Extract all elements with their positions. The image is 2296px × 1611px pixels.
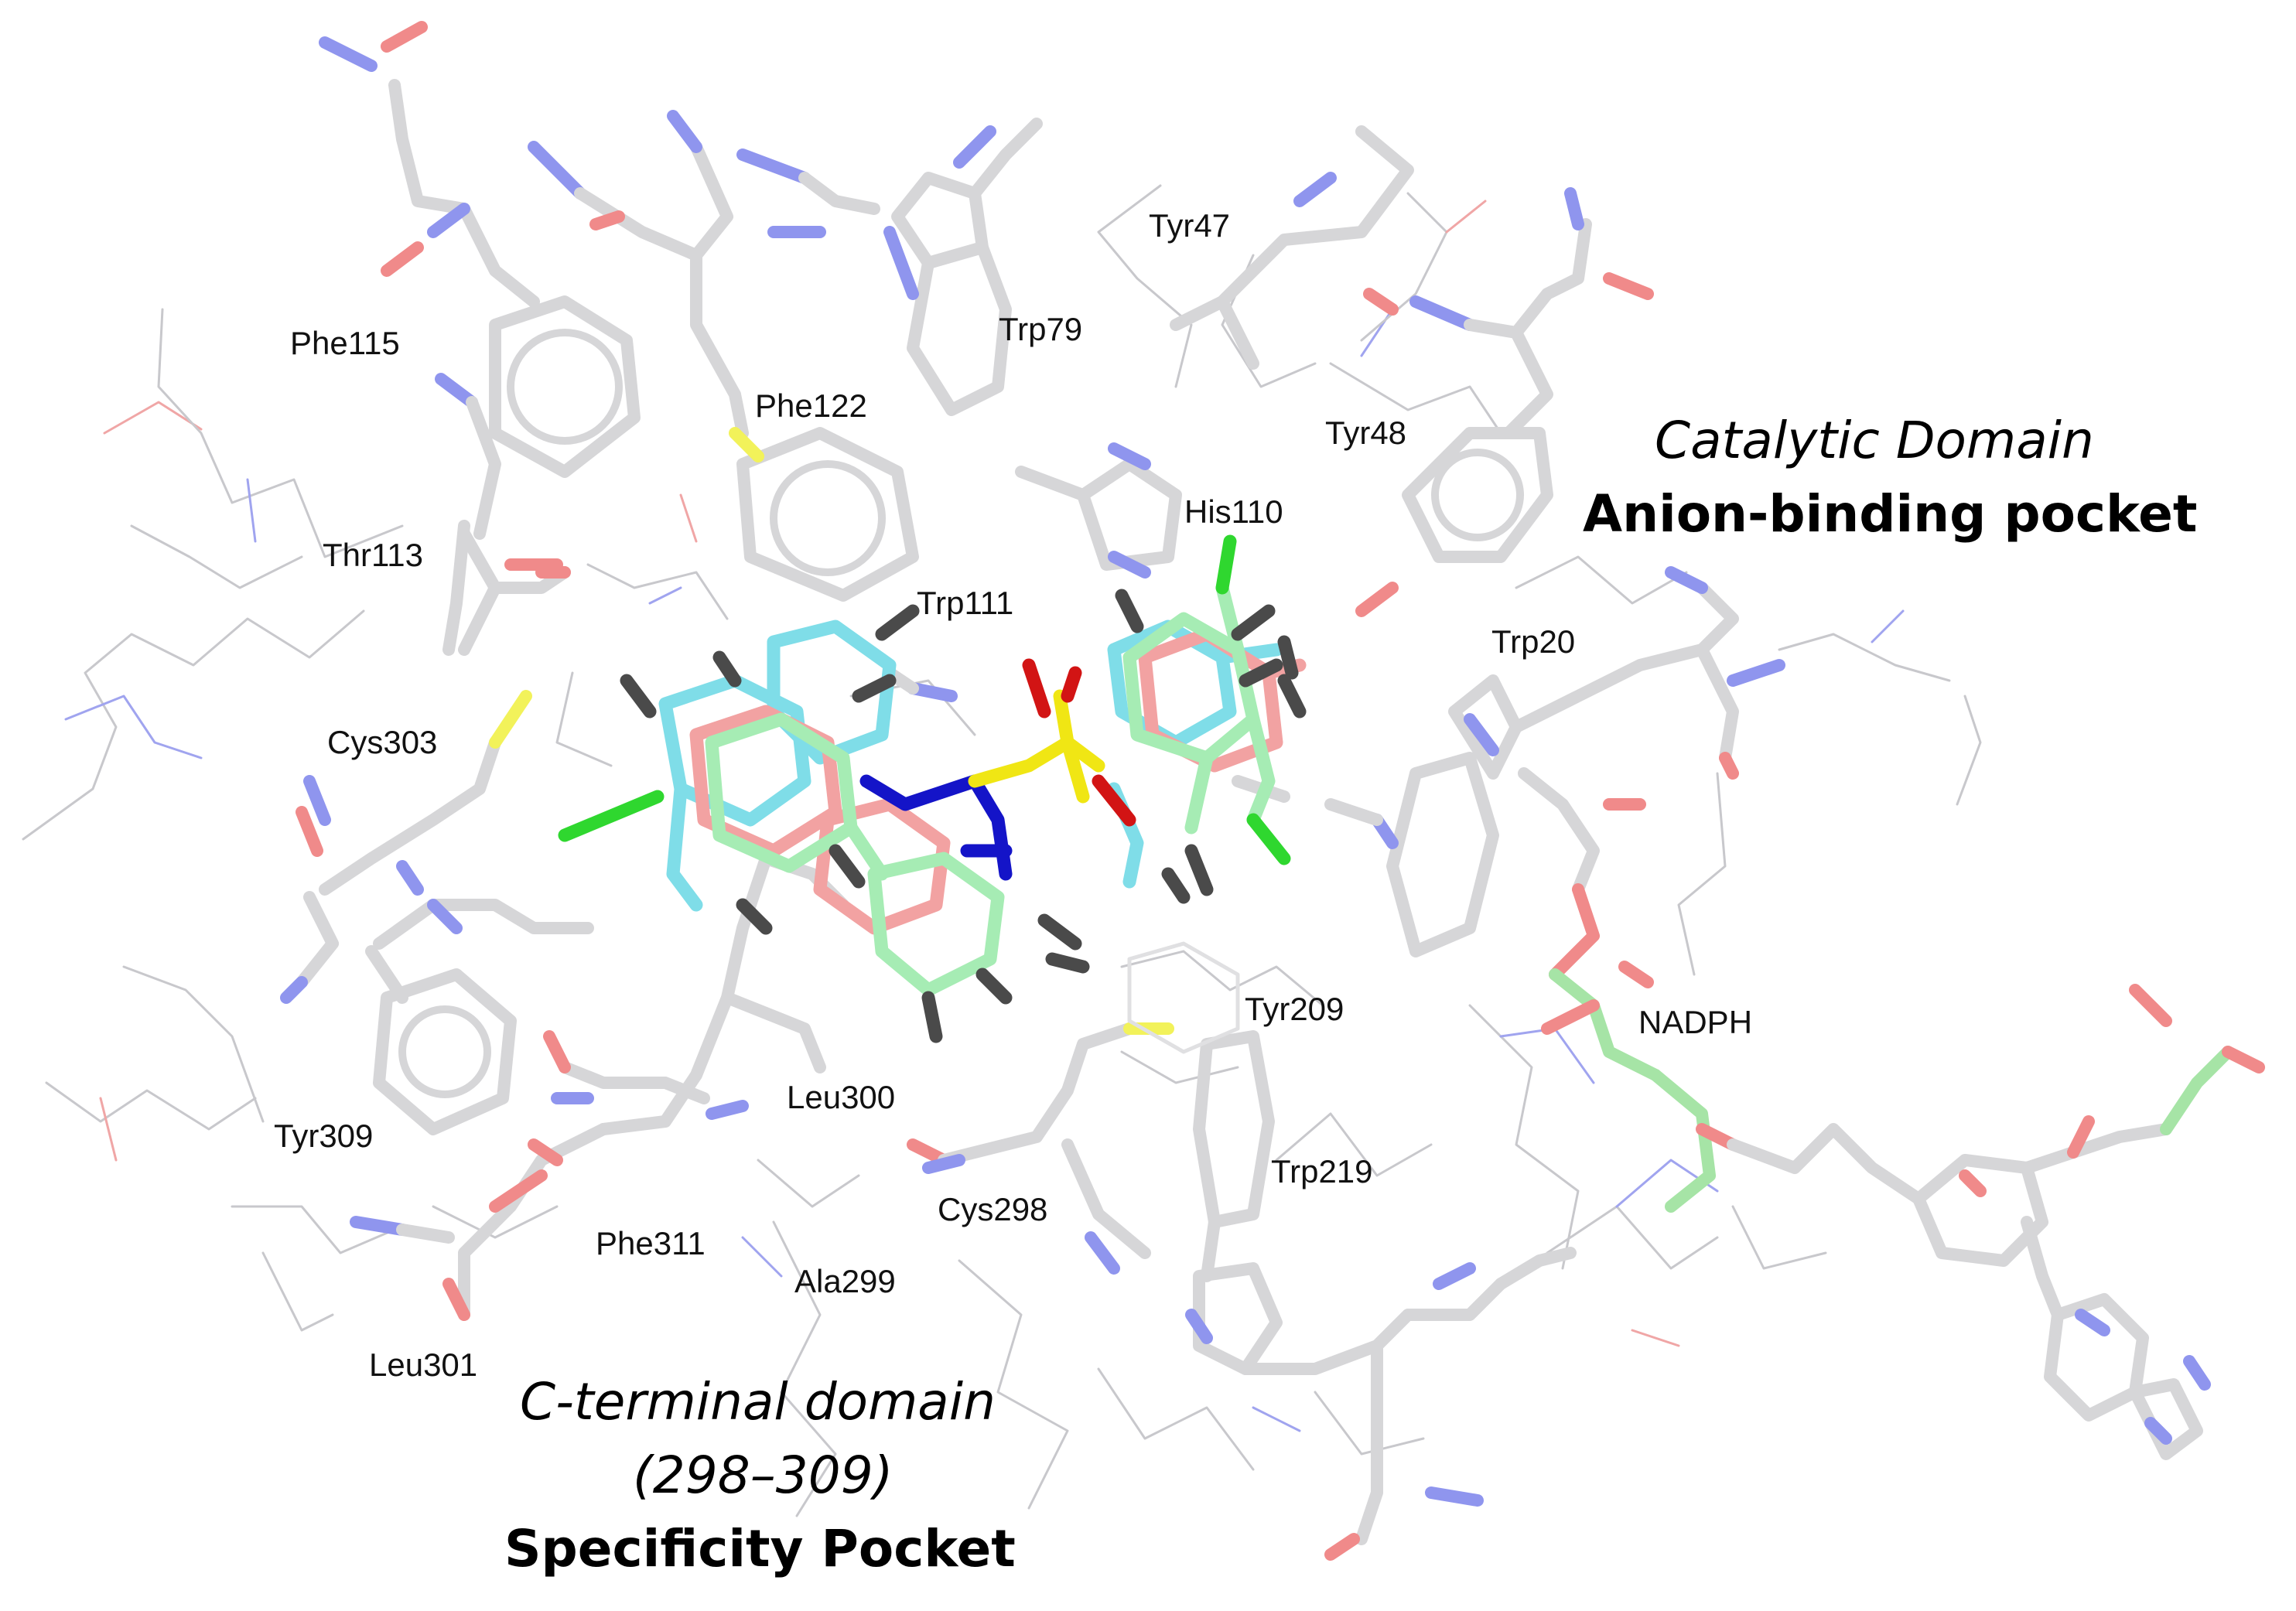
- anion-binding-pocket-title: Anion-binding pocket: [1583, 484, 2198, 544]
- c-terminal-range: (298–309): [633, 1445, 893, 1505]
- catalytic-domain-title: Catalytic Domain: [1655, 411, 2094, 470]
- label-tyr48: Tyr48: [1325, 415, 1407, 451]
- stick-residues: [280, 21, 2265, 1561]
- c-terminal-domain-title: C-terminal domain: [520, 1372, 996, 1432]
- label-tyr47: Tyr47: [1149, 207, 1231, 244]
- label-tyr209: Tyr209: [1245, 991, 1344, 1027]
- label-cys298: Cys298: [938, 1191, 1048, 1227]
- label-phe311: Phe311: [596, 1225, 706, 1261]
- label-trp20: Trp20: [1491, 623, 1576, 660]
- specificity-pocket-title: Specificity Pocket: [504, 1519, 1016, 1579]
- ligand-overlay: [558, 534, 1307, 1043]
- label-leu301: Leu301: [369, 1346, 478, 1383]
- label-trp79: Trp79: [999, 311, 1083, 347]
- wire-residues: [22, 184, 1982, 1517]
- label-phe122: Phe122: [755, 387, 867, 424]
- label-thr113: Thr113: [323, 537, 423, 573]
- label-tyr309: Tyr309: [274, 1118, 374, 1154]
- label-his110: His110: [1184, 493, 1283, 530]
- label-phe115: Phe115: [290, 325, 400, 361]
- label-trp111: Trp111: [917, 585, 1014, 621]
- label-nadph: NADPH: [1638, 1004, 1753, 1040]
- label-ala299: Ala299: [794, 1263, 896, 1299]
- label-leu300: Leu300: [787, 1079, 896, 1115]
- label-trp219: Trp219: [1271, 1153, 1373, 1189]
- label-cys303: Cys303: [327, 724, 438, 760]
